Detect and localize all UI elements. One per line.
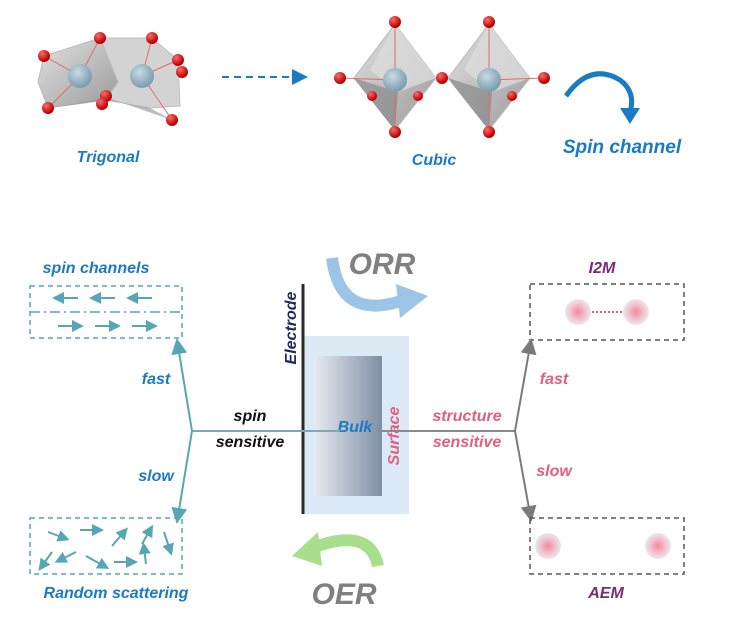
i2m-atom-left	[565, 299, 591, 325]
random-scattering-label: Random scattering	[44, 585, 189, 602]
trigonal-label: Trigonal	[77, 149, 140, 166]
left-fast-label: fast	[142, 371, 171, 388]
random-scattering-box	[29, 517, 183, 575]
oer-arrowhead	[292, 532, 322, 566]
orr-arrow	[326, 257, 406, 312]
aem-atom-right	[645, 533, 671, 559]
aem-box	[529, 517, 685, 575]
spin-channel-arrows	[52, 292, 158, 332]
structure-sensitive-label: sensitive	[433, 434, 502, 451]
electrode-label: Electrode	[283, 291, 300, 364]
random-scattering-arrows	[38, 524, 174, 571]
spin-sensitive-label: sensitive	[216, 434, 285, 451]
bulk-label: Bulk	[338, 419, 374, 436]
surface-label: Surface	[386, 407, 403, 466]
aem-atom-left	[535, 533, 561, 559]
cubic-label: Cubic	[412, 152, 457, 169]
i2m-box	[529, 283, 685, 341]
right-fast-arrow	[514, 338, 537, 432]
left-slow-arrow	[171, 430, 193, 524]
bulk-region	[314, 356, 382, 496]
orr-label: ORR	[349, 248, 416, 281]
left-fast-arrow	[171, 338, 193, 432]
trigonal-structure	[37, 32, 188, 126]
right-slow-arrow	[514, 430, 537, 522]
right-slow-label: slow	[536, 463, 573, 480]
oer-arrow	[309, 534, 384, 568]
orr-arrowhead	[396, 284, 428, 318]
spin-channel-label: Spin channel	[563, 137, 682, 158]
spin-channels-label: spin channels	[43, 260, 150, 277]
spin-curve-arrow	[563, 71, 635, 113]
oer-label: OER	[311, 578, 376, 611]
left-slow-label: slow	[138, 468, 175, 485]
spin-label: spin	[234, 408, 267, 425]
i2m-label: I2M	[589, 260, 616, 277]
i2m-atom-right	[623, 299, 649, 325]
structure-label: structure	[432, 408, 501, 425]
cubic-structure	[334, 16, 550, 138]
aem-label: AEM	[587, 585, 624, 602]
spin-curve-arrowhead	[620, 108, 640, 124]
right-fast-label: fast	[540, 371, 569, 388]
